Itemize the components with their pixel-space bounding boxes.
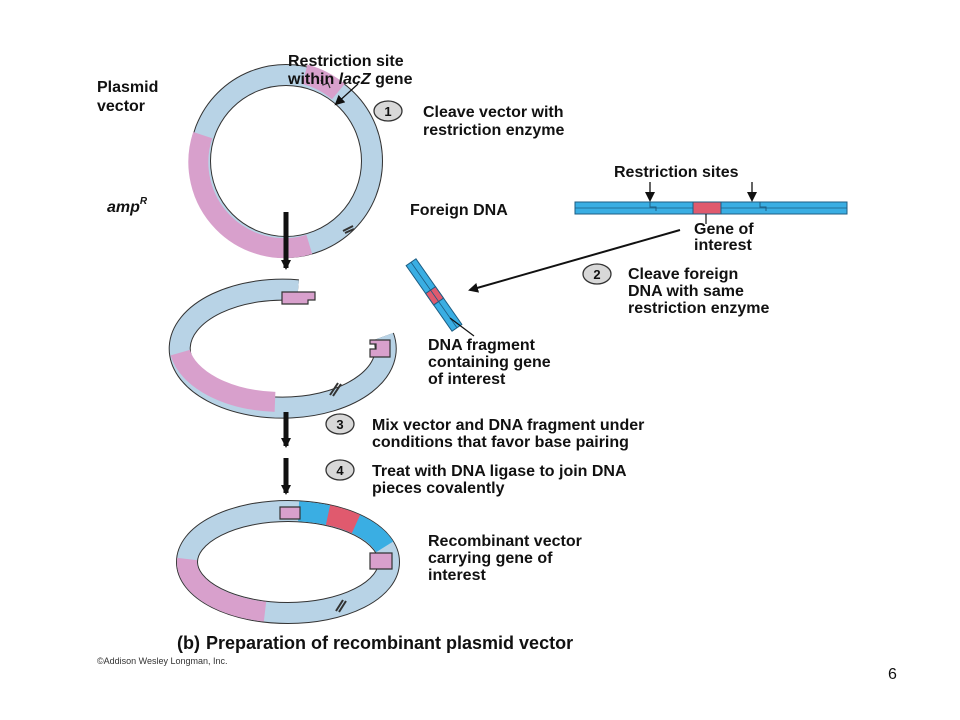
step-1-number: 1 <box>384 104 391 119</box>
recombinant-plasmid <box>176 500 400 624</box>
step-1: 1 Cleave vector with restriction enzyme <box>373 100 568 139</box>
copyright-credit: ©Addison Wesley Longman, Inc. <box>97 656 228 666</box>
amp-resistance-region <box>188 131 313 259</box>
cut-end-right <box>369 339 391 358</box>
restriction-site-pointer <box>334 83 359 106</box>
dna-fragment <box>405 258 463 332</box>
restriction-site-label: Restriction site within lacZ gene <box>287 53 413 88</box>
cut-plasmid-amp-region <box>170 349 276 412</box>
foreign-dna-label: Foreign DNA <box>410 202 508 219</box>
step-2-number: 2 <box>593 267 600 282</box>
gene-of-interest-segment <box>692 201 722 215</box>
caption-text: Preparation of recombinant plasmid vecto… <box>206 633 573 653</box>
step-4-number: 4 <box>336 463 344 478</box>
lacz-gene-region <box>301 64 345 100</box>
step-2: 2 Cleave foreign DNA with same restricti… <box>582 263 769 317</box>
inserted-gene-of-interest <box>325 505 361 534</box>
figure-caption: (b) Preparation of recombinant plasmid ve… <box>177 633 573 653</box>
step-4-text: Treat with DNA ligase to join DNA pieces… <box>372 463 630 497</box>
amp-label: ampR <box>107 196 148 216</box>
step-3-number: 3 <box>336 417 343 432</box>
step-1-badge <box>373 100 403 122</box>
recombinant-amp-region <box>176 557 267 622</box>
slide-number: 6 <box>888 666 897 683</box>
caption-panel-letter: (b) <box>177 633 200 653</box>
recombinant-vector-label: Recombinant vector carrying gene of inte… <box>428 533 586 584</box>
cut-plasmid-vector <box>168 278 397 419</box>
step-1-text: Cleave vector with restriction enzyme <box>423 104 568 139</box>
restriction-sites-label: Restriction sites <box>614 164 739 181</box>
gene-of-interest-label: Gene of interest <box>694 221 758 254</box>
step-2-text: Cleave foreign DNA with same restriction… <box>628 266 769 317</box>
step-3: 3 Mix vector and DNA fragment under cond… <box>325 413 649 451</box>
foreign-dna-strand <box>574 201 848 215</box>
cleave-arrow <box>468 229 681 293</box>
step-3-text: Mix vector and DNA fragment under condit… <box>372 417 649 451</box>
step-4: 4 Treat with DNA ligase to join DNA piec… <box>325 459 630 497</box>
step-2-badge <box>582 263 612 285</box>
step-3-badge <box>325 413 355 435</box>
dna-fragment-label: DNA fragment containing gene of interest <box>428 337 555 388</box>
cut-end-top <box>281 291 316 305</box>
plasmid-vector-label: Plasmid vector <box>97 79 163 115</box>
step-4-badge <box>325 459 355 481</box>
